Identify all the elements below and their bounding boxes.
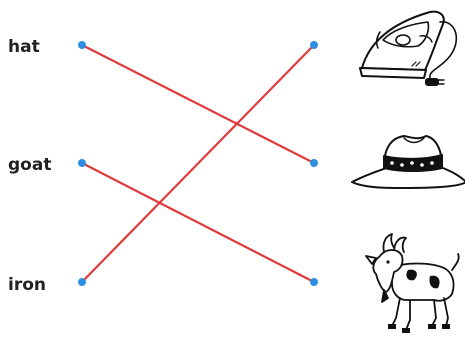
dot-right-hat[interactable]: [310, 159, 318, 167]
match-line-hat: [82, 45, 314, 163]
dot-left-iron[interactable]: [78, 278, 86, 286]
match-line-goat: [82, 163, 314, 282]
dot-left-goat[interactable]: [78, 159, 86, 167]
dot-left-hat[interactable]: [78, 41, 86, 49]
dot-right-iron[interactable]: [310, 41, 318, 49]
match-line-iron: [82, 45, 314, 282]
hat-icon: [352, 136, 465, 188]
goat-icon: [366, 234, 459, 333]
dot-right-goat[interactable]: [310, 278, 318, 286]
iron-icon: [360, 12, 456, 85]
